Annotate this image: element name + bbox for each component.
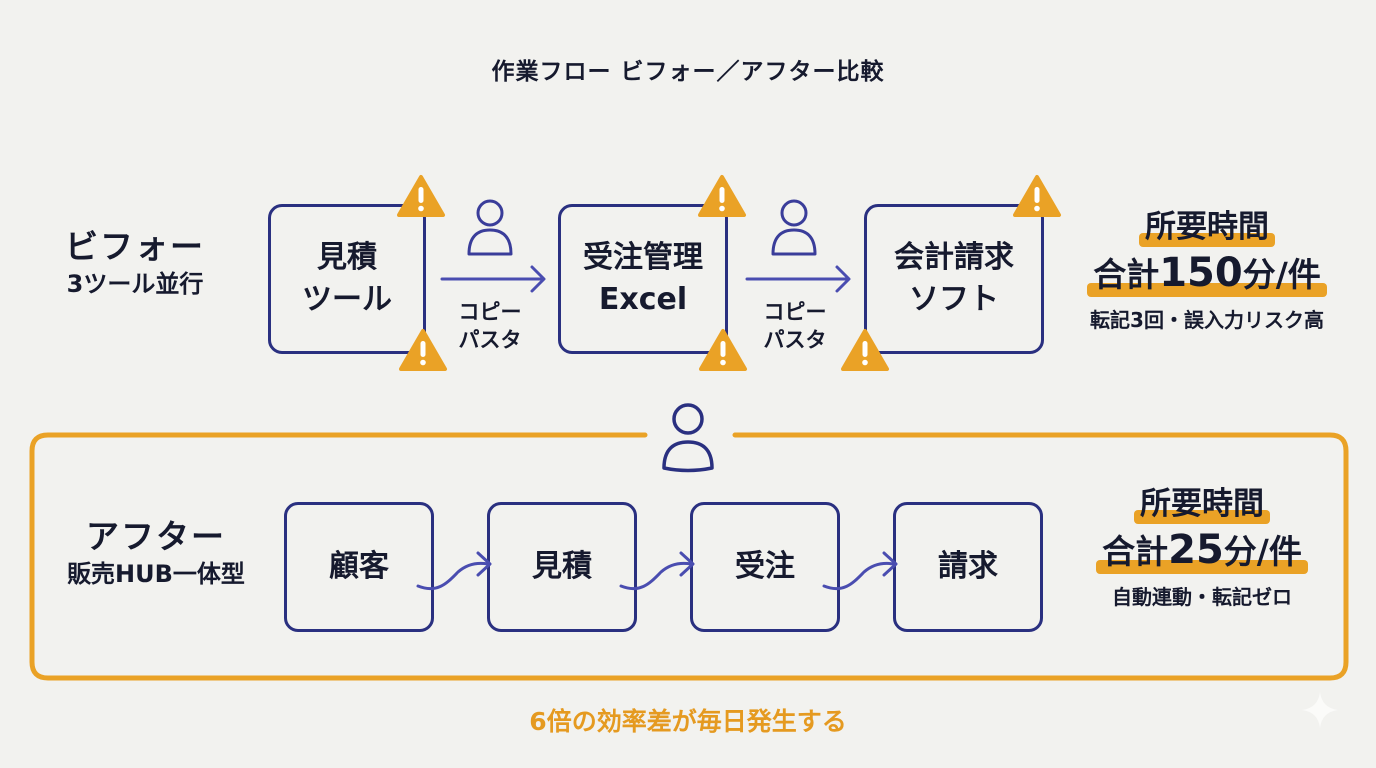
total-unit: 分/件 <box>1223 532 1302 571</box>
before-time-note: 転記3回・誤入力リスク高 <box>1090 308 1324 332</box>
total-value: 25 <box>1168 527 1224 573</box>
curved-arrow-icon <box>416 551 492 591</box>
step-label: 受注 <box>735 549 795 584</box>
footer-summary: 6倍の効率差が毎日発生する <box>529 707 847 736</box>
after-step-customer: 顧客 <box>284 502 434 632</box>
before-step-order-excel: 受注管理 Excel <box>558 204 728 354</box>
step-label: 見積 <box>532 549 592 584</box>
step-label-line2: Excel <box>598 282 688 317</box>
before-label: ビフォー <box>65 227 205 266</box>
total-prefix: 合計 <box>1093 255 1160 294</box>
curved-arrow-icon <box>619 551 695 591</box>
transfer-label-line2: パスタ <box>763 328 827 352</box>
total-value: 150 <box>1159 250 1243 296</box>
after-time-stat: 所要時間 合計25分/件 自動連動・転記ゼロ <box>1062 482 1342 612</box>
after-step-invoice: 請求 <box>893 502 1043 632</box>
step-label-line1: 受注管理 <box>583 240 703 275</box>
warning-icon <box>699 329 747 371</box>
operator-person-icon <box>662 403 714 473</box>
warning-icon <box>698 175 746 217</box>
total-unit: 分/件 <box>1242 255 1321 294</box>
arrow-right-icon <box>440 265 546 293</box>
transfer-label-2: コピー パスタ <box>745 298 845 354</box>
transfer-label-1: コピー パスタ <box>440 298 540 354</box>
before-step-estimate-tool: 見積 ツール <box>268 204 426 354</box>
warning-icon <box>1013 175 1061 217</box>
step-label-line2: ツール <box>302 282 392 317</box>
before-step-accounting-software: 会計請求 ソフト <box>864 204 1044 354</box>
before-label-group: ビフォー 3ツール並行 <box>40 226 230 300</box>
before-time-total: 合計150分/件 <box>1087 249 1327 299</box>
before-time-heading: 所要時間 <box>1139 205 1275 249</box>
transfer-label-line2: パスタ <box>458 328 522 352</box>
step-label: 顧客 <box>329 549 389 584</box>
sparkle-icon <box>1302 692 1338 728</box>
step-label: 請求 <box>938 549 998 584</box>
after-label: アフター <box>86 517 226 556</box>
step-label-line1: 見積 <box>317 240 377 275</box>
transfer-label-line1: コピー <box>458 300 522 324</box>
warning-icon <box>397 175 445 217</box>
after-sublabel: 販売HUB一体型 <box>67 560 245 588</box>
arrow-right-icon <box>745 265 851 293</box>
after-time-total: 合計25分/件 <box>1096 526 1308 576</box>
person-icon <box>771 199 817 256</box>
after-time-heading: 所要時間 <box>1134 482 1270 526</box>
step-label-line2: ソフト <box>909 282 999 317</box>
transfer-label-line1: コピー <box>763 300 827 324</box>
after-time-note: 自動連動・転記ゼロ <box>1112 585 1292 609</box>
page-title: 作業フロー ビフォー／アフター比較 <box>491 59 885 85</box>
step-label-line1: 会計請求 <box>894 240 1014 275</box>
before-sublabel: 3ツール並行 <box>66 270 204 298</box>
warning-icon <box>841 329 889 371</box>
curved-arrow-icon <box>822 551 898 591</box>
warning-icon <box>399 329 447 371</box>
after-label-group: アフター 販売HUB一体型 <box>40 516 272 590</box>
before-time-stat: 所要時間 合計150分/件 転記3回・誤入力リスク高 <box>1062 205 1352 335</box>
total-prefix: 合計 <box>1102 532 1169 571</box>
person-icon <box>467 199 513 256</box>
